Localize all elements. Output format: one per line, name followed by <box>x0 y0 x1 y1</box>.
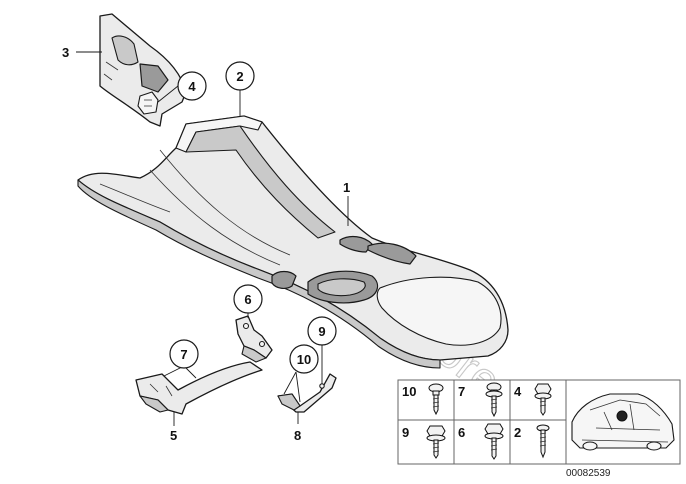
fastener-cell-7[interactable]: 7 <box>458 382 503 418</box>
car-location-icon <box>571 393 675 451</box>
fastener-cell-10[interactable]: 10 <box>402 383 444 416</box>
trim-panel-part[interactable] <box>99 13 187 127</box>
callout-10[interactable]: 10 <box>289 344 319 374</box>
callout-10-label: 10 <box>297 352 311 367</box>
self-tapping-screw-icon <box>536 424 550 459</box>
callout-3-label: 3 <box>62 45 69 60</box>
upper-bracket-part[interactable] <box>235 315 273 363</box>
center-console-part[interactable] <box>77 115 509 369</box>
fastener-cell-2[interactable]: 2 <box>514 424 550 459</box>
leader-lines <box>76 51 349 426</box>
callout-2-label: 2 <box>236 69 243 84</box>
callout-2-circle <box>225 61 255 91</box>
callout-5[interactable]: 5 <box>170 428 177 443</box>
callout-6-label: 6 <box>244 292 251 307</box>
fastener-table: 10 7 4 <box>397 379 681 465</box>
right-bracket-part[interactable] <box>277 373 337 413</box>
callout-7-label: 7 <box>180 347 187 362</box>
callout-4[interactable]: 4 <box>177 71 207 101</box>
hex-bolt-icon <box>426 425 446 459</box>
callout-8[interactable]: 8 <box>294 428 301 443</box>
callout-2[interactable]: 2 <box>225 61 255 91</box>
callout-1-label: 1 <box>343 180 350 195</box>
fastener-cell-7-label: 7 <box>458 384 465 399</box>
document-number: 00082539 <box>566 468 611 479</box>
fastener-cell-6-label: 6 <box>458 425 465 440</box>
callout-10-circle <box>289 344 319 374</box>
callout-7[interactable]: 7 <box>169 339 199 369</box>
hex-bolt-icon <box>534 383 552 416</box>
left-bracket-part[interactable] <box>135 361 263 415</box>
screw-icon <box>428 383 444 416</box>
fastener-cell-4-label: 4 <box>514 384 522 399</box>
callout-9-label: 9 <box>318 324 325 339</box>
callout-8-label: 8 <box>294 428 301 443</box>
callout-9[interactable]: 9 <box>307 316 337 346</box>
fastener-cell-9[interactable]: 9 <box>402 425 446 459</box>
fastener-cell-6[interactable]: 6 <box>458 423 504 460</box>
fastener-cell-2-label: 2 <box>514 425 521 440</box>
callout-7-circle <box>169 339 199 369</box>
fastener-cell-10-label: 10 <box>402 384 416 399</box>
callout-6-circle <box>233 284 263 314</box>
callout-9-circle <box>307 316 337 346</box>
callout-5-label: 5 <box>170 428 177 443</box>
callout-4-circle <box>177 71 207 101</box>
callout-4-label: 4 <box>188 79 196 94</box>
fastener-cell-4[interactable]: 4 <box>514 383 552 416</box>
screw-with-washer-icon <box>485 382 503 418</box>
hex-bolt-icon <box>484 423 504 460</box>
callout-6[interactable]: 6 <box>233 284 263 314</box>
switch-insert-part[interactable] <box>137 91 159 115</box>
callout-3[interactable]: 3 <box>62 45 69 60</box>
callout-1[interactable]: 1 <box>343 180 350 195</box>
fastener-cell-9-label: 9 <box>402 425 409 440</box>
